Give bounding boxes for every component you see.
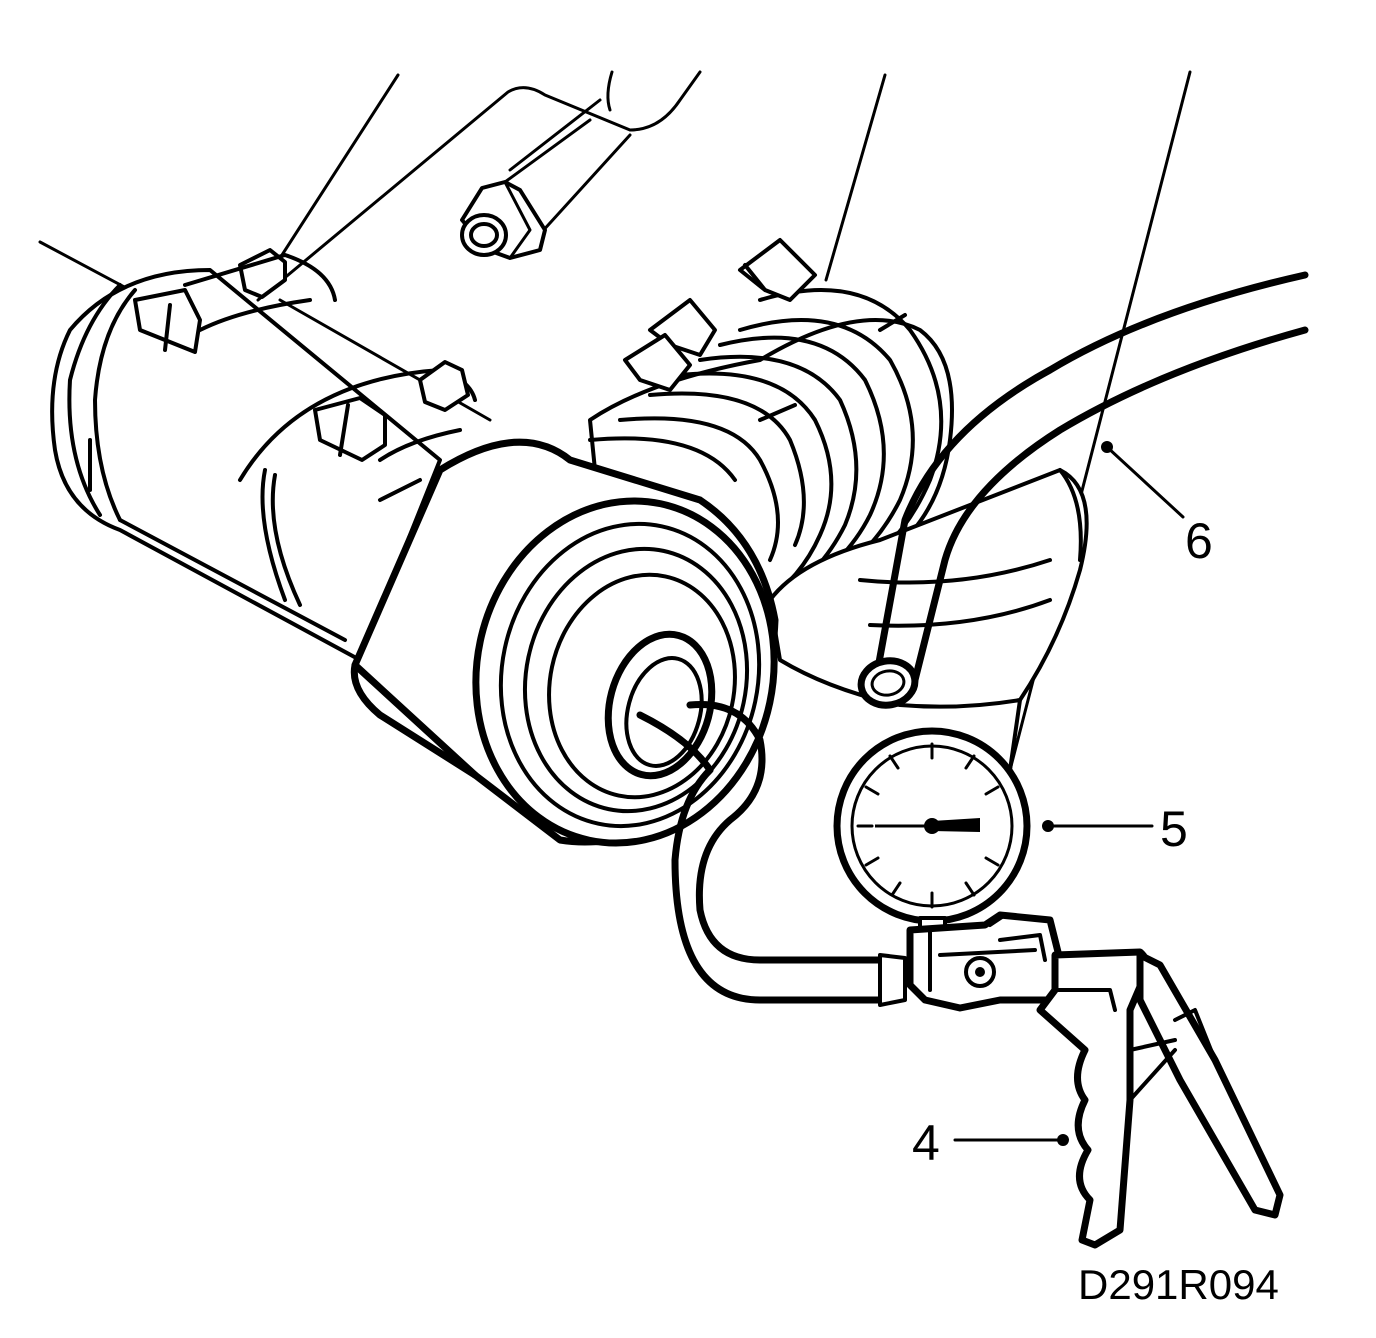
gauge-ticks bbox=[856, 742, 1000, 909]
callout-4: 4 bbox=[912, 1115, 940, 1171]
engine-background bbox=[38, 70, 1192, 772]
left-pipe bbox=[50, 248, 477, 662]
pressure-gauge bbox=[833, 727, 1031, 937]
callout-5: 5 bbox=[1160, 801, 1188, 857]
figure-code: D291R094 bbox=[1078, 1261, 1279, 1308]
pump-tube bbox=[636, 700, 907, 1007]
hose-6 bbox=[857, 271, 1309, 709]
nut-bolt bbox=[460, 118, 592, 260]
leader-lines bbox=[953, 441, 1185, 1146]
callout-6: 6 bbox=[1185, 513, 1213, 569]
vacuum-pump bbox=[906, 911, 1284, 1249]
